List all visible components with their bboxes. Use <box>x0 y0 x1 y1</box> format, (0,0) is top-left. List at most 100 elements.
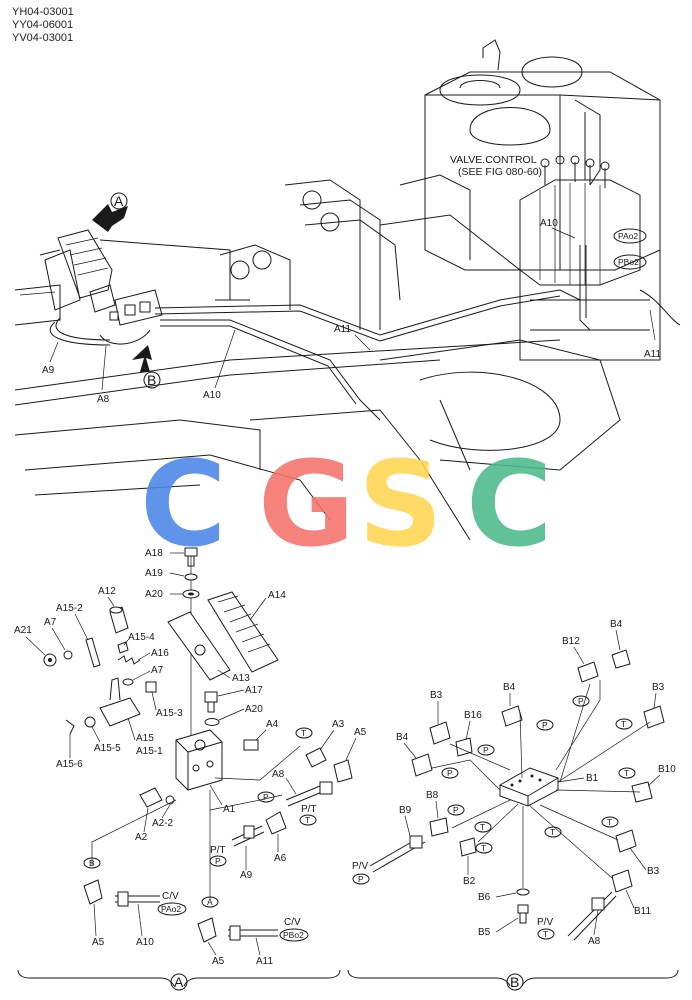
label-b9: B9 <box>399 805 412 816</box>
label-a11-lower: A11 <box>256 956 273 967</box>
oval-b-t2: T <box>624 768 629 778</box>
label-b6: B6 <box>478 892 491 903</box>
label-a15-2: A15-2 <box>56 603 83 614</box>
label-a9-view-a: A9 <box>240 870 253 881</box>
model-code-3: YV04-03001 <box>12 32 74 44</box>
label-cv-1: C/V <box>162 891 179 902</box>
label-a15-4: A15-4 <box>128 632 155 643</box>
model-code-1: YH04-03001 <box>12 6 74 18</box>
label-b4-top: B4 <box>610 619 623 630</box>
oval-b-t5: T <box>481 843 486 853</box>
oval-a: A <box>207 897 213 907</box>
label-pbo2-lower: PBo2 <box>283 930 304 940</box>
section-brackets: A B <box>17 969 679 991</box>
label-pv-1: P/V <box>352 861 368 872</box>
label-a3: A3 <box>332 719 345 730</box>
label-a18: A18 <box>145 548 163 559</box>
model-code-2: YY04-06001 <box>12 19 74 31</box>
label-a8-top: A8 <box>97 394 110 405</box>
label-a5-lower: A5 <box>92 937 105 948</box>
label-a10-valve: A10 <box>540 218 558 229</box>
label-a15-5: A15-5 <box>94 743 121 754</box>
label-a1: A1 <box>223 804 236 815</box>
valve-note-line-1: VALVE.CONTROL <box>450 154 537 166</box>
label-a19: A19 <box>145 568 163 579</box>
label-pv-2: P/V <box>537 917 553 928</box>
label-a15-3: A15-3 <box>156 708 183 719</box>
view-a-labels: A18 A19 A20 A12 A14 A15-2 A21 A7 A15-4 A… <box>14 548 367 967</box>
oval-b-t7: T <box>543 929 548 939</box>
label-a2-2: A2-2 <box>152 818 174 829</box>
view-a-port-ovals: T T P B A P <box>83 727 317 908</box>
label-a13: A13 <box>232 673 250 684</box>
label-b5: B5 <box>478 927 491 938</box>
oval-p-1: P <box>263 792 269 802</box>
watermark-letter-1: C <box>140 435 227 573</box>
oval-b-t3: T <box>607 817 612 827</box>
oval-p-2: P <box>215 856 221 866</box>
oval-b: B <box>89 858 95 868</box>
label-a21: A21 <box>14 625 32 636</box>
label-b12: B12 <box>562 636 580 647</box>
oval-b-p6: P <box>358 874 364 884</box>
oval-b-p3: P <box>483 745 489 755</box>
view-b-exploded <box>369 649 665 941</box>
label-a6: A6 <box>274 853 287 864</box>
label-a10-lower: A10 <box>136 937 154 948</box>
cgsc-watermark: C G S C <box>140 435 553 573</box>
label-a14: A14 <box>268 590 286 601</box>
label-a7-mid: A7 <box>151 665 164 676</box>
oval-b-t1: T <box>621 719 626 729</box>
label-b3-left: B3 <box>430 690 443 701</box>
label-pt-2: P/T <box>210 845 226 856</box>
label-a15-1: A15-1 <box>136 746 163 757</box>
label-b3-bottom: B3 <box>647 866 660 877</box>
oval-t-1: T <box>301 728 306 738</box>
label-a4: A4 <box>266 719 279 730</box>
label-a12: A12 <box>98 586 116 597</box>
label-b4-left: B4 <box>396 732 409 743</box>
view-arrow-a: A <box>92 192 128 232</box>
label-b11: B11 <box>634 906 651 917</box>
label-b8: B8 <box>426 790 439 801</box>
machine-frame-drawing <box>14 39 661 541</box>
view-a-exploded <box>43 547 353 943</box>
label-pt-1: P/T <box>301 804 317 815</box>
section-label-b: B <box>510 974 519 990</box>
label-a11-mid: A11 <box>334 324 351 335</box>
view-mark-a: A <box>114 193 124 209</box>
label-a10-mid: A10 <box>203 390 221 401</box>
label-a16: A16 <box>151 648 169 659</box>
top-view-labels: A10 PAo2 PBo2 A11 A11 A10 A9 A8 <box>42 218 661 405</box>
label-a15-6: A15-6 <box>56 759 83 770</box>
label-a20-top: A20 <box>145 589 163 600</box>
label-a15: A15 <box>136 733 154 744</box>
label-b2: B2 <box>463 876 476 887</box>
label-a20-mid: A20 <box>245 704 263 715</box>
label-cv-2: C/V <box>284 917 301 928</box>
label-a5-bottom: A5 <box>212 956 225 967</box>
view-mark-b: B <box>147 372 156 388</box>
watermark-letter-3: S <box>358 435 443 573</box>
label-a2: A2 <box>135 832 148 843</box>
label-a8-view-a: A8 <box>272 769 285 780</box>
label-b16: B16 <box>464 710 482 721</box>
oval-b-p5: P <box>453 805 459 815</box>
label-pao2-top: PAo2 <box>618 231 638 241</box>
label-a5-right: A5 <box>354 727 367 738</box>
label-b1: B1 <box>586 773 599 784</box>
label-a17: A17 <box>245 685 263 696</box>
section-label-a: A <box>174 974 184 990</box>
view-b-port-ovals: P P P P P T T T T T T P T <box>352 695 636 940</box>
view-arrow-b: B <box>132 345 161 389</box>
oval-b-t4: T <box>480 822 485 832</box>
label-a8-view-b: A8 <box>588 936 601 947</box>
label-b10: B10 <box>658 764 676 775</box>
oval-t-2: T <box>305 815 310 825</box>
label-a9-top: A9 <box>42 365 55 376</box>
label-b3-right: B3 <box>652 682 665 693</box>
label-pao2-lower: PAo2 <box>161 904 181 914</box>
hose-routing <box>49 245 681 421</box>
